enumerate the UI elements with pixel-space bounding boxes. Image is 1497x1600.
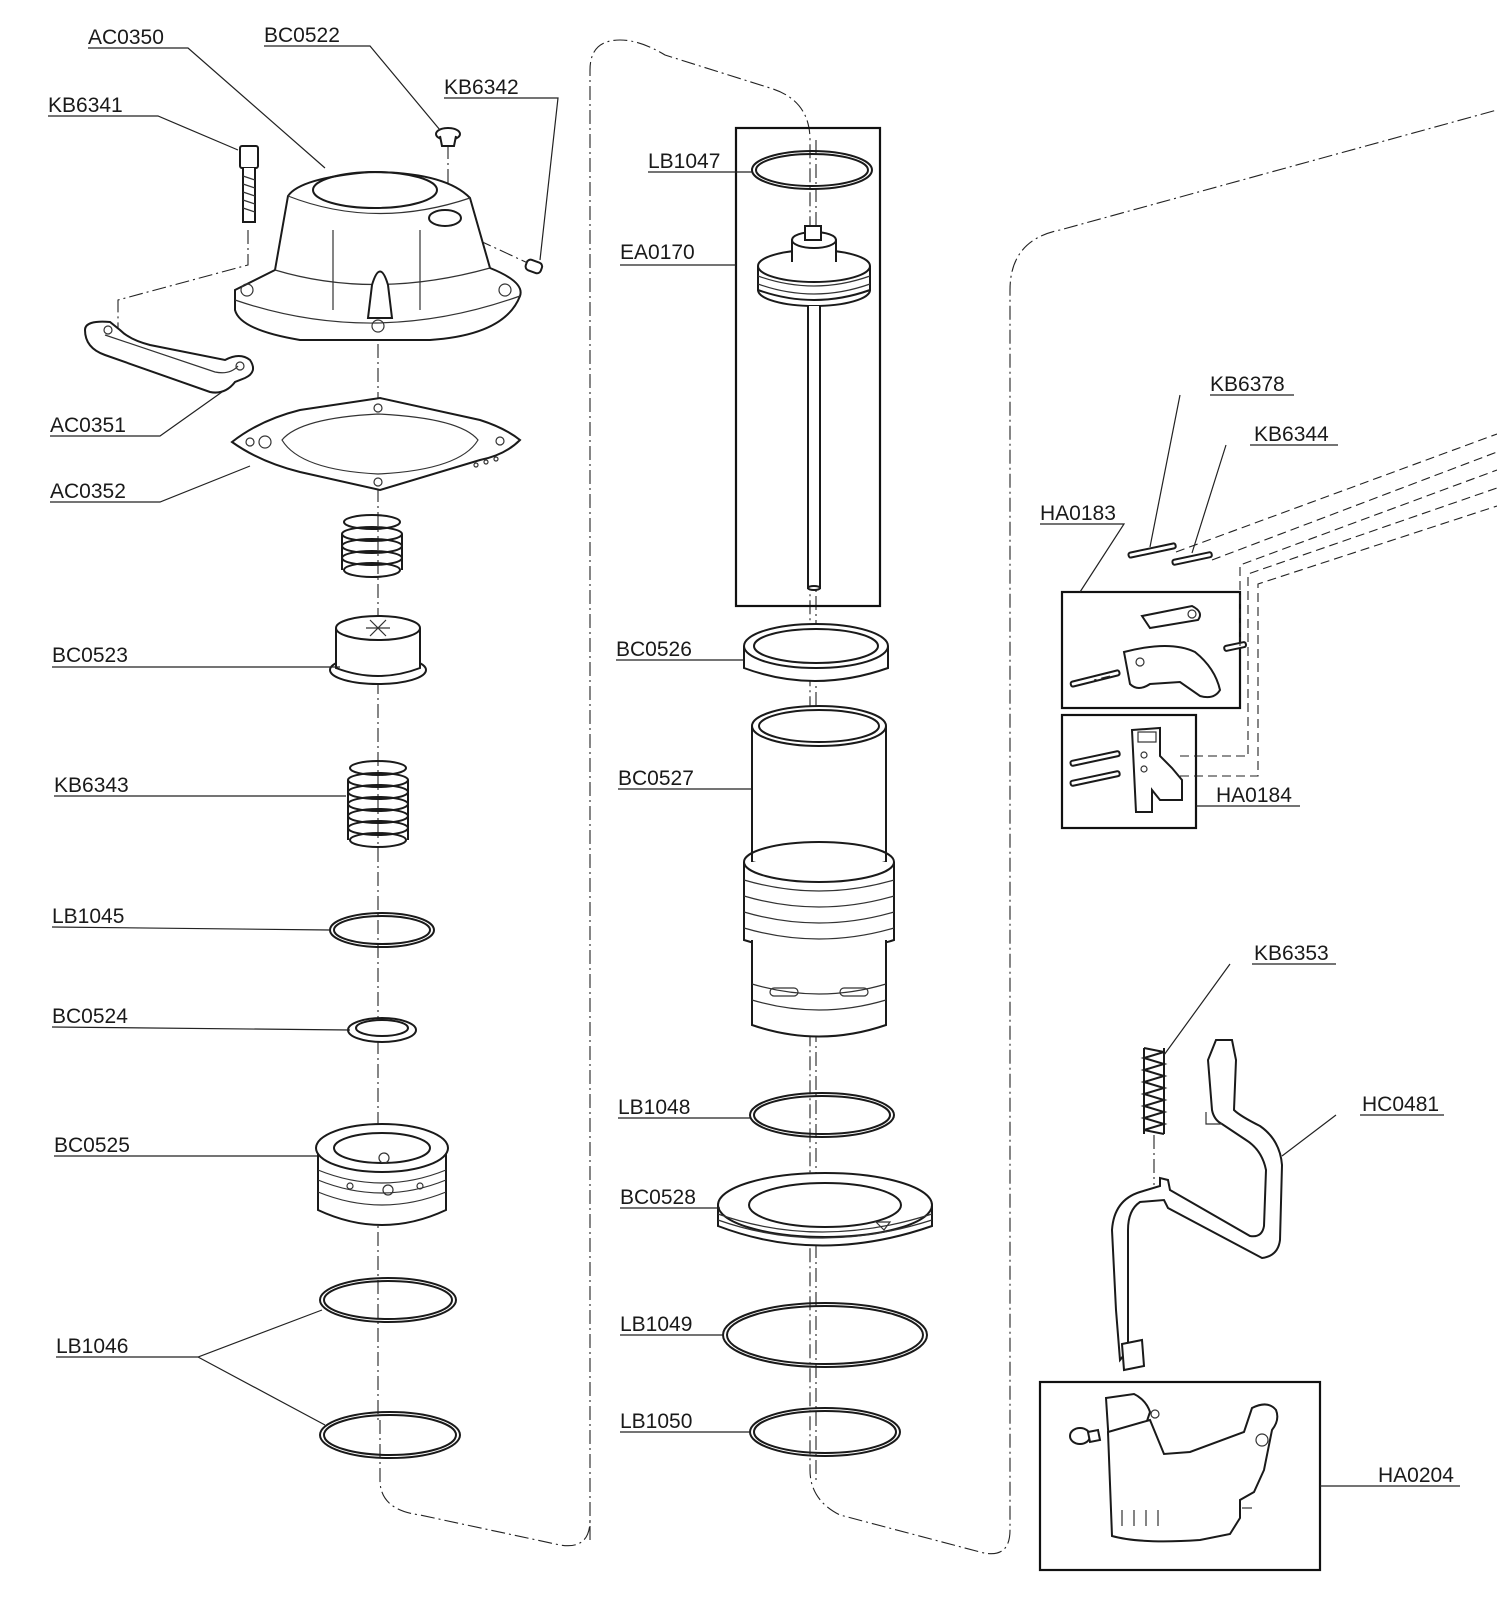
part-spring-upper — [341, 514, 403, 578]
label-lb1050: LB1050 — [620, 1410, 692, 1433]
part-lb1047-ring — [751, 150, 873, 190]
label-kb6342: KB6342 — [444, 76, 519, 99]
label-kb6378: KB6378 — [1210, 373, 1285, 396]
leader-lines — [48, 45, 1460, 1487]
part-labels: AC0350 BC0522 KB6342 KB6341 AC0351 AC035… — [48, 24, 1454, 1487]
part-ac0350-cap — [234, 170, 522, 341]
ha0204-frame — [1038, 1380, 1322, 1572]
part-bc0524-washer — [347, 1017, 417, 1043]
label-ac0351: AC0351 — [50, 414, 126, 437]
label-lb1049: LB1049 — [620, 1313, 692, 1336]
part-ha0204-assembly — [1069, 1392, 1279, 1543]
label-kb6341: KB6341 — [48, 94, 123, 117]
part-bc0522-plug — [435, 127, 461, 147]
label-bc0525: BC0525 — [54, 1134, 130, 1157]
label-bc0526: BC0526 — [616, 638, 692, 661]
label-ha0184: HA0184 — [1216, 784, 1292, 807]
label-kb6343: KB6343 — [54, 774, 129, 797]
label-kb6353: KB6353 — [1254, 942, 1329, 965]
part-kb6343-spring — [347, 760, 409, 848]
part-ha0184-assembly — [1069, 726, 1183, 813]
part-ea0170-piston — [757, 225, 871, 591]
part-bc0525-body — [315, 1123, 449, 1226]
part-ac0351-bracket — [83, 320, 255, 394]
label-ha0204: HA0204 — [1378, 1464, 1454, 1487]
right-link-lines — [1093, 433, 1497, 777]
part-bc0523-cup — [329, 615, 427, 685]
label-lb1046: LB1046 — [56, 1335, 128, 1358]
label-ea0170: EA0170 — [620, 241, 695, 264]
label-bc0528: BC0528 — [620, 1186, 696, 1209]
label-lb1048: LB1048 — [618, 1096, 690, 1119]
part-lb1045-ring — [329, 912, 435, 948]
label-ac0352: AC0352 — [50, 480, 126, 503]
label-lb1047: LB1047 — [648, 150, 720, 173]
ha0184-frame — [1060, 713, 1198, 830]
ha0183-frame — [1060, 590, 1242, 710]
axis-lines — [117, 140, 1155, 1480]
label-bc0523: BC0523 — [52, 644, 128, 667]
part-bc0528-ring — [717, 1172, 933, 1247]
part-kb6342-pin — [524, 258, 544, 275]
label-bc0527: BC0527 — [618, 767, 694, 790]
part-bc0527-cylinder — [743, 705, 895, 1038]
label-kb6344: KB6344 — [1254, 423, 1329, 446]
part-bc0526-ring — [743, 623, 889, 682]
part-kb6353-spring — [1140, 1047, 1168, 1135]
region-outlines — [379, 39, 1497, 1555]
part-lb1050-ring — [749, 1407, 901, 1457]
part-lb1049-ring — [722, 1302, 928, 1368]
label-bc0522: BC0522 — [264, 24, 340, 47]
part-lb1046-rings — [319, 1277, 461, 1459]
ea0170-frame — [734, 126, 882, 608]
part-ac0352-gasket — [230, 396, 522, 492]
label-ha0183: HA0183 — [1040, 502, 1116, 525]
part-ha0183-assembly — [1069, 604, 1248, 699]
label-lb1045: LB1045 — [52, 905, 124, 928]
part-kb6378-kb6344-pins — [1127, 542, 1213, 566]
part-kb6341-screw — [239, 145, 259, 223]
label-bc0524: BC0524 — [52, 1005, 128, 1028]
part-hc0481-lever — [1110, 1039, 1284, 1372]
label-hc0481: HC0481 — [1362, 1093, 1439, 1116]
label-ac0350: AC0350 — [88, 26, 164, 49]
part-lb1048-ring — [749, 1092, 895, 1138]
